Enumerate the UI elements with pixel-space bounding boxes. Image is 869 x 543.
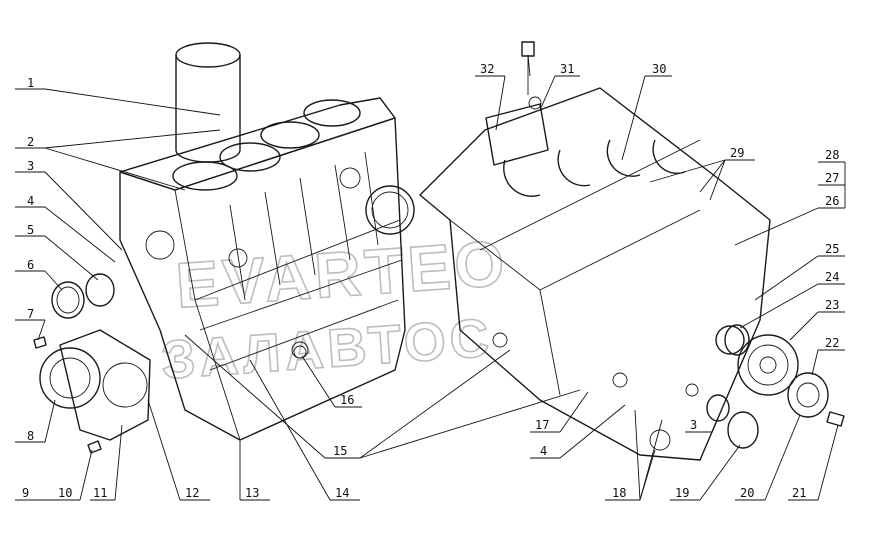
callout-2: 2 xyxy=(27,135,34,149)
callout-31: 31 xyxy=(560,62,574,76)
callout-28: 28 xyxy=(825,148,839,162)
callout-15: 15 xyxy=(333,444,347,458)
callout-8: 8 xyxy=(27,429,34,443)
callout-24: 24 xyxy=(825,270,839,284)
left-engine-block xyxy=(119,42,415,441)
callout-23: 23 xyxy=(825,298,839,312)
callout-32: 32 xyxy=(480,62,494,76)
callout-3b: 3 xyxy=(690,418,697,432)
callout-18: 18 xyxy=(612,486,626,500)
right-engine-block xyxy=(419,87,771,461)
callout-9: 9 xyxy=(22,486,29,500)
callout-12: 12 xyxy=(185,486,199,500)
callout-11: 11 xyxy=(93,486,107,500)
watermark-line-1: EVARTEO xyxy=(174,227,511,322)
callout-3: 3 xyxy=(27,159,34,173)
callout-29: 29 xyxy=(730,146,744,160)
callout-21: 21 xyxy=(792,486,806,500)
callout-1: 1 xyxy=(27,76,34,90)
callout-4b: 4 xyxy=(540,444,547,458)
callout-10: 10 xyxy=(58,486,72,500)
callout-6: 6 xyxy=(27,258,34,272)
callout-25: 25 xyxy=(825,242,839,256)
callout-5: 5 xyxy=(27,223,34,237)
right-small-parts xyxy=(485,41,845,449)
callout-22: 22 xyxy=(825,336,839,350)
callout-7: 7 xyxy=(27,307,34,321)
leader-lines xyxy=(15,54,846,501)
watermark-line-2: ЗАЛАВТОС xyxy=(159,308,494,391)
callout-17: 17 xyxy=(535,418,549,432)
callout-16: 16 xyxy=(340,393,354,407)
left-small-parts xyxy=(33,273,307,454)
callout-26: 26 xyxy=(825,194,839,208)
callout-14: 14 xyxy=(335,486,349,500)
callout-20: 20 xyxy=(740,486,754,500)
callout-4: 4 xyxy=(27,194,34,208)
callout-30: 30 xyxy=(652,62,666,76)
callout-13: 13 xyxy=(245,486,259,500)
callout-labels: 1 2 3 4 5 6 7 8 9 10 11 12 13 14 15 16 1… xyxy=(22,62,839,500)
callout-19: 19 xyxy=(675,486,689,500)
callout-27: 27 xyxy=(825,171,839,185)
